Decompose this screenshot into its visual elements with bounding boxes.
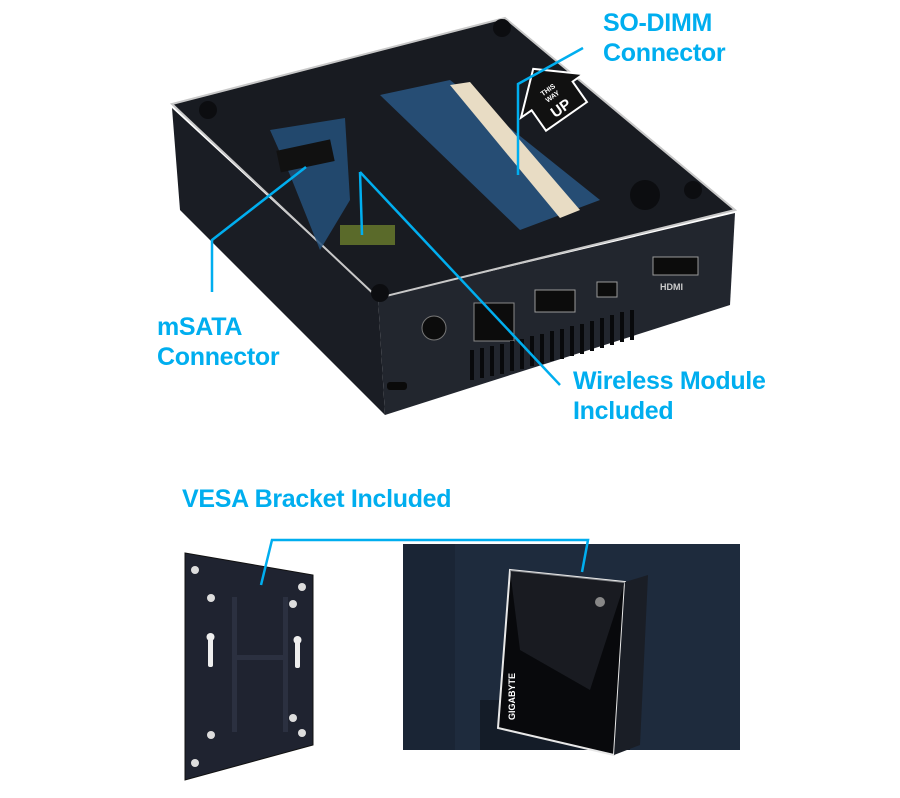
- front-side: [378, 213, 735, 415]
- msata-leader: [210, 166, 307, 292]
- vesa-leader: [259, 538, 590, 586]
- wireless-callout-line1: Wireless Module: [573, 367, 766, 395]
- msata-slot: [276, 139, 335, 173]
- sodimm-slot: [450, 82, 580, 218]
- sodimm-callout-line1: SO-DIMM: [603, 9, 712, 37]
- power-button: [595, 597, 605, 607]
- usb-port: [534, 289, 576, 313]
- rubber-foot: [684, 181, 702, 199]
- msata-callout-line2: Connector: [157, 343, 280, 371]
- this-way-up-sticker: THIS WAY UP: [519, 67, 589, 133]
- rubber-foot: [371, 284, 389, 302]
- mini-displayport: [596, 281, 618, 298]
- callout-lines: [210, 46, 584, 386]
- sodimm-callout-line2: Connector: [603, 39, 726, 67]
- vesa-callout-title: VESA Bracket Included: [182, 485, 452, 513]
- wireless-module: [340, 225, 395, 245]
- wireless-callout-line2: Included: [573, 397, 674, 425]
- sodimm-leader: [516, 46, 584, 175]
- lan-port: [473, 302, 515, 342]
- sodimm-callout: SO-DIMM Connector: [603, 8, 726, 68]
- hdmi-port: [652, 256, 699, 276]
- rubber-foot: [199, 101, 217, 119]
- rubber-foot: [630, 180, 660, 210]
- wireless-leader-b: [359, 171, 561, 386]
- mini-pc: THIS WAY UP HDMI: [169, 16, 738, 415]
- monitor-mount-photo: GIGABYTE: [403, 544, 740, 757]
- wireless-callout: Wireless Module Included: [573, 366, 766, 426]
- wireless-leader-a: [358, 171, 364, 236]
- rubber-foot: [493, 19, 511, 37]
- msata-callout: mSATA Connector: [157, 312, 280, 372]
- left-side: [172, 108, 385, 415]
- hdmi-label: HDMI: [660, 282, 683, 292]
- lock-slot: [387, 382, 407, 390]
- vent-slots: [470, 310, 634, 380]
- power-jack: [421, 315, 447, 341]
- vesa-bracket: [184, 552, 314, 781]
- msata-callout-line1: mSATA: [157, 313, 243, 341]
- brand-logo: GIGABYTE: [507, 673, 517, 720]
